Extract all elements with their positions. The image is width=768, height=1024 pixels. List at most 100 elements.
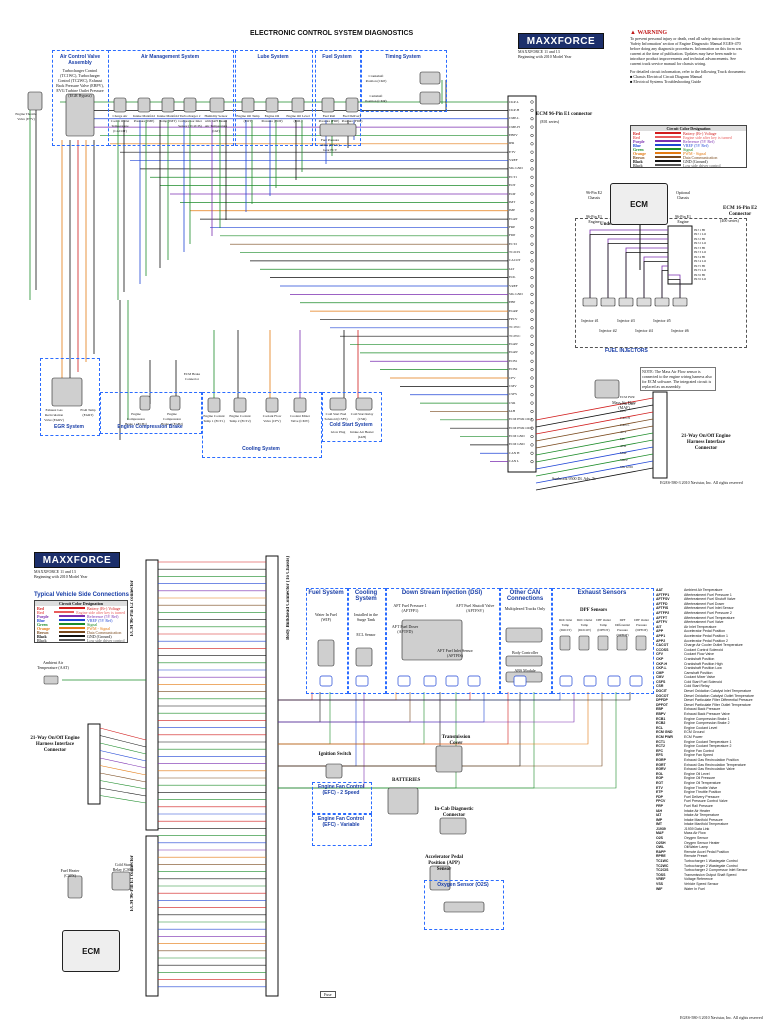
- ecm96-pin-label: CMP-L: [509, 116, 520, 121]
- abbrev-code: EOP: [656, 776, 664, 781]
- ecm-e2-connector: [145, 559, 159, 831]
- ecm96-pin: [530, 276, 534, 280]
- legend-color-name: Red: [633, 134, 640, 140]
- ambient-temp-label: Ambient Air Temperature (AAT): [37, 660, 69, 670]
- cold-start-title: Cold Start System: [329, 422, 373, 428]
- logo-subtitle: MAXXFORCE 11 and 13: [518, 49, 560, 54]
- harness-connector-bottom: [87, 723, 101, 805]
- ecm96-pin-label: TC2CIS: [509, 250, 521, 255]
- abbrev-code: IMP: [656, 817, 663, 822]
- abbrev-code: ECL: [656, 725, 663, 730]
- ecm-module: ECM: [610, 183, 668, 225]
- cold-relay-label: Cold Start Relay (CSR): [112, 862, 134, 872]
- ecm96-pin-label: IPR: [509, 141, 515, 146]
- injector-icon: [636, 297, 652, 307]
- abbrev-desc: Cold Start Relay: [684, 684, 710, 689]
- abbrev-code: FPCV: [656, 799, 666, 804]
- sensor-bus-wire: [278, 692, 441, 767]
- ecm96-pin-label: CMV: [509, 383, 517, 388]
- harness-wire: [535, 432, 654, 456]
- ecm16-sublabel: (400 series): [720, 218, 739, 223]
- harness-wire: [535, 404, 654, 428]
- legend-color-name: Black: [37, 637, 47, 643]
- abbrev-desc: Intake Manifold Temperature: [684, 822, 729, 827]
- section-connector-icon: [583, 675, 597, 687]
- sensor-bus-wire: [278, 692, 321, 723]
- lube-system-box: [235, 50, 313, 146]
- abbrev-code: DPFOT: [656, 702, 668, 707]
- abbrev-code: ECB1: [656, 716, 666, 721]
- ecb2-icon: [169, 395, 181, 411]
- abbrev-code: J1939: [656, 826, 666, 831]
- detail-text: For detailed circuit information, refer …: [630, 69, 747, 74]
- cooling-system-title: Cooling System: [242, 446, 280, 452]
- fuel-system-title: Fuel System: [322, 54, 352, 60]
- ecm96-pin-label: ECB2: [509, 367, 518, 372]
- lube-system-title: Lube System: [257, 54, 289, 60]
- air-control-valve-icon: [65, 93, 95, 137]
- ecm16-pin-label: INJ 6 LO: [694, 277, 707, 282]
- abbrev-code: DOCIT: [656, 689, 667, 694]
- harness-pin-label: VREF: [620, 458, 629, 462]
- wif-label: Water In Fuel (WIF): [315, 612, 337, 622]
- cooling-title-bottom: Cooling System: [354, 590, 378, 602]
- harness-bottom-wire: [99, 727, 147, 741]
- cacot-sensor-icon: [113, 97, 127, 113]
- legend-swatch: [59, 639, 85, 641]
- ecm96-pin: [530, 158, 534, 163]
- abs-module-label: ABS Module: [514, 668, 536, 673]
- ecm96-pin-label: CKP-L: [509, 99, 519, 104]
- legend-desc: Battery (B+) Voltage: [87, 605, 121, 611]
- ecm96-pin-label: TC2WC: [509, 333, 521, 338]
- abbrev-code: CKP-H: [656, 661, 668, 666]
- legend-desc: VREF (5V Ref): [87, 617, 113, 623]
- component-caption: Engine Coolant Temp 2 (ECT2): [229, 414, 251, 423]
- fuel-system-box: [315, 50, 361, 146]
- abbrev-code: ECT2: [656, 744, 665, 749]
- abbrev-code: MAF: [656, 831, 664, 836]
- legend-swatch: [59, 619, 85, 621]
- harness-wire: [535, 453, 654, 477]
- ecm96-pin-label: EOT: [509, 183, 516, 188]
- bulkhead-label: Body Bulkhead Connector (To Chassis): [286, 556, 291, 640]
- compression-brake-box: [100, 392, 202, 434]
- component-caption: Humidity Sensor with IAH Intake Air Temp…: [204, 114, 228, 133]
- eol-sensor-icon: [291, 97, 305, 113]
- abbrev-code: EBP: [656, 707, 664, 712]
- ecm96-pin-label: CSFS: [509, 392, 517, 397]
- legend-desc: Engine side after key is turned: [76, 609, 125, 615]
- legend-title-bottom: Circuit Color Designation: [35, 601, 127, 606]
- injector-wire: [625, 252, 668, 298]
- ecm96-pin: [530, 301, 534, 305]
- abbrev-desc: Diesel Particulate Filter Differential P…: [684, 698, 753, 703]
- ecm96-pin-label: TC1WC: [509, 325, 521, 330]
- app-sensor-label: Accelerator Pedal Position (APP) Sensor: [424, 855, 464, 872]
- legend-desc: Signal: [683, 146, 694, 152]
- component-caption: Cold Start Fuel Solenoid (CSFS): [324, 412, 348, 421]
- doc-link-1: Chassis Electrical Circuit Diagram Manua…: [633, 74, 703, 79]
- ecm96-pin: [530, 434, 534, 439]
- ecm96-pin: [530, 108, 534, 112]
- component-caption: Engine Throttle Valve (ETV): [15, 112, 37, 121]
- legend-swatch: [655, 148, 681, 150]
- ecm96-pin-label: CKP-H: [509, 107, 520, 112]
- abbrev-desc: Exhaust Back Pressure: [684, 707, 721, 712]
- abbrev-desc: Engine Compression Brake 2: [684, 721, 730, 726]
- abbrev-code: CFV: [656, 652, 663, 657]
- abbrev-code: CKP: [656, 656, 664, 661]
- ecm96-pin-label: CFV: [509, 375, 516, 380]
- abbrev-desc: Turbocharger 2 Compressor Inlet Sensor: [684, 868, 748, 873]
- ecm96-pin-label: ECT2: [509, 241, 518, 246]
